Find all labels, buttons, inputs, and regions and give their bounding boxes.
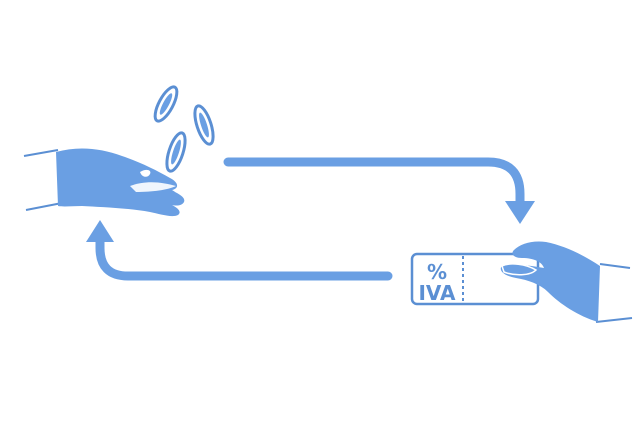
coin-icon-middle <box>165 131 187 173</box>
coin-icon-right <box>193 104 215 146</box>
coin-icon-top <box>153 85 179 123</box>
right-hand-icon <box>500 241 633 323</box>
arrow-left-up-icon <box>86 220 393 281</box>
ticket-tax-label: IVA <box>418 281 456 305</box>
arrow-right-down-icon <box>223 157 535 224</box>
tax-ticket: % IVA <box>410 252 540 306</box>
ticket-percent-label: % <box>427 260 447 284</box>
left-hand-icon <box>23 148 185 217</box>
